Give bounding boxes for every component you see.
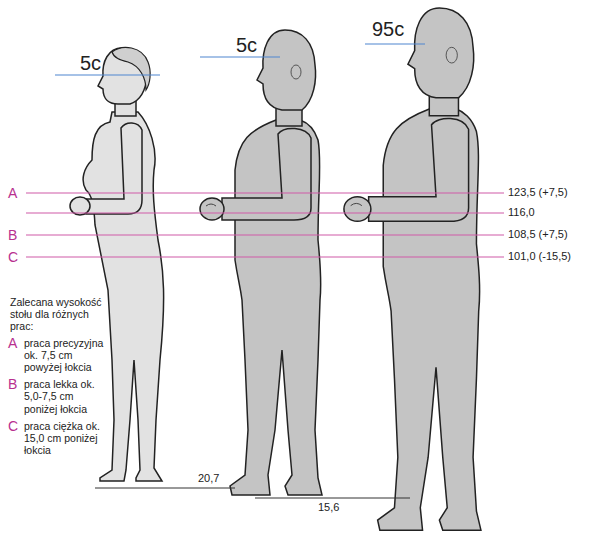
legend-heading: Zalecana wysokość stołu dla różnych prac… — [10, 296, 102, 332]
male-figure-95c — [344, 8, 481, 530]
legend-text: praca precyzyjna ok. 7,5 cm powyżej łokc… — [24, 337, 108, 373]
height-value: 108,5 (+7,5) — [508, 228, 568, 241]
line-letter: A — [8, 185, 17, 201]
percentile-label: 5c — [236, 34, 257, 57]
floor-lines — [95, 488, 410, 498]
line-letter: B — [8, 227, 17, 243]
height-value: 116,0 — [508, 206, 535, 219]
legend-text: praca ciężka ok. 15,0 cm poniżej łokcia — [24, 420, 108, 456]
percentile-label: 5c — [80, 52, 101, 75]
dimension-value: 15,6 — [318, 501, 339, 514]
height-lines — [26, 193, 504, 257]
legend-letter: A — [8, 335, 17, 351]
height-value: 101,0 (-15,5) — [508, 250, 571, 263]
legend-letter: B — [8, 376, 17, 392]
legend-text: praca lekka ok. 5,0-7,5 cm poniżej łokci… — [24, 378, 108, 414]
dimension-value: 20,7 — [198, 472, 219, 485]
percentile-label: 95c — [372, 18, 404, 41]
height-value: 123,5 (+7,5) — [508, 186, 568, 199]
female-figure — [70, 47, 164, 481]
line-letter: C — [8, 249, 18, 265]
male-figure-5c — [200, 30, 322, 495]
legend-letter: C — [8, 418, 18, 434]
